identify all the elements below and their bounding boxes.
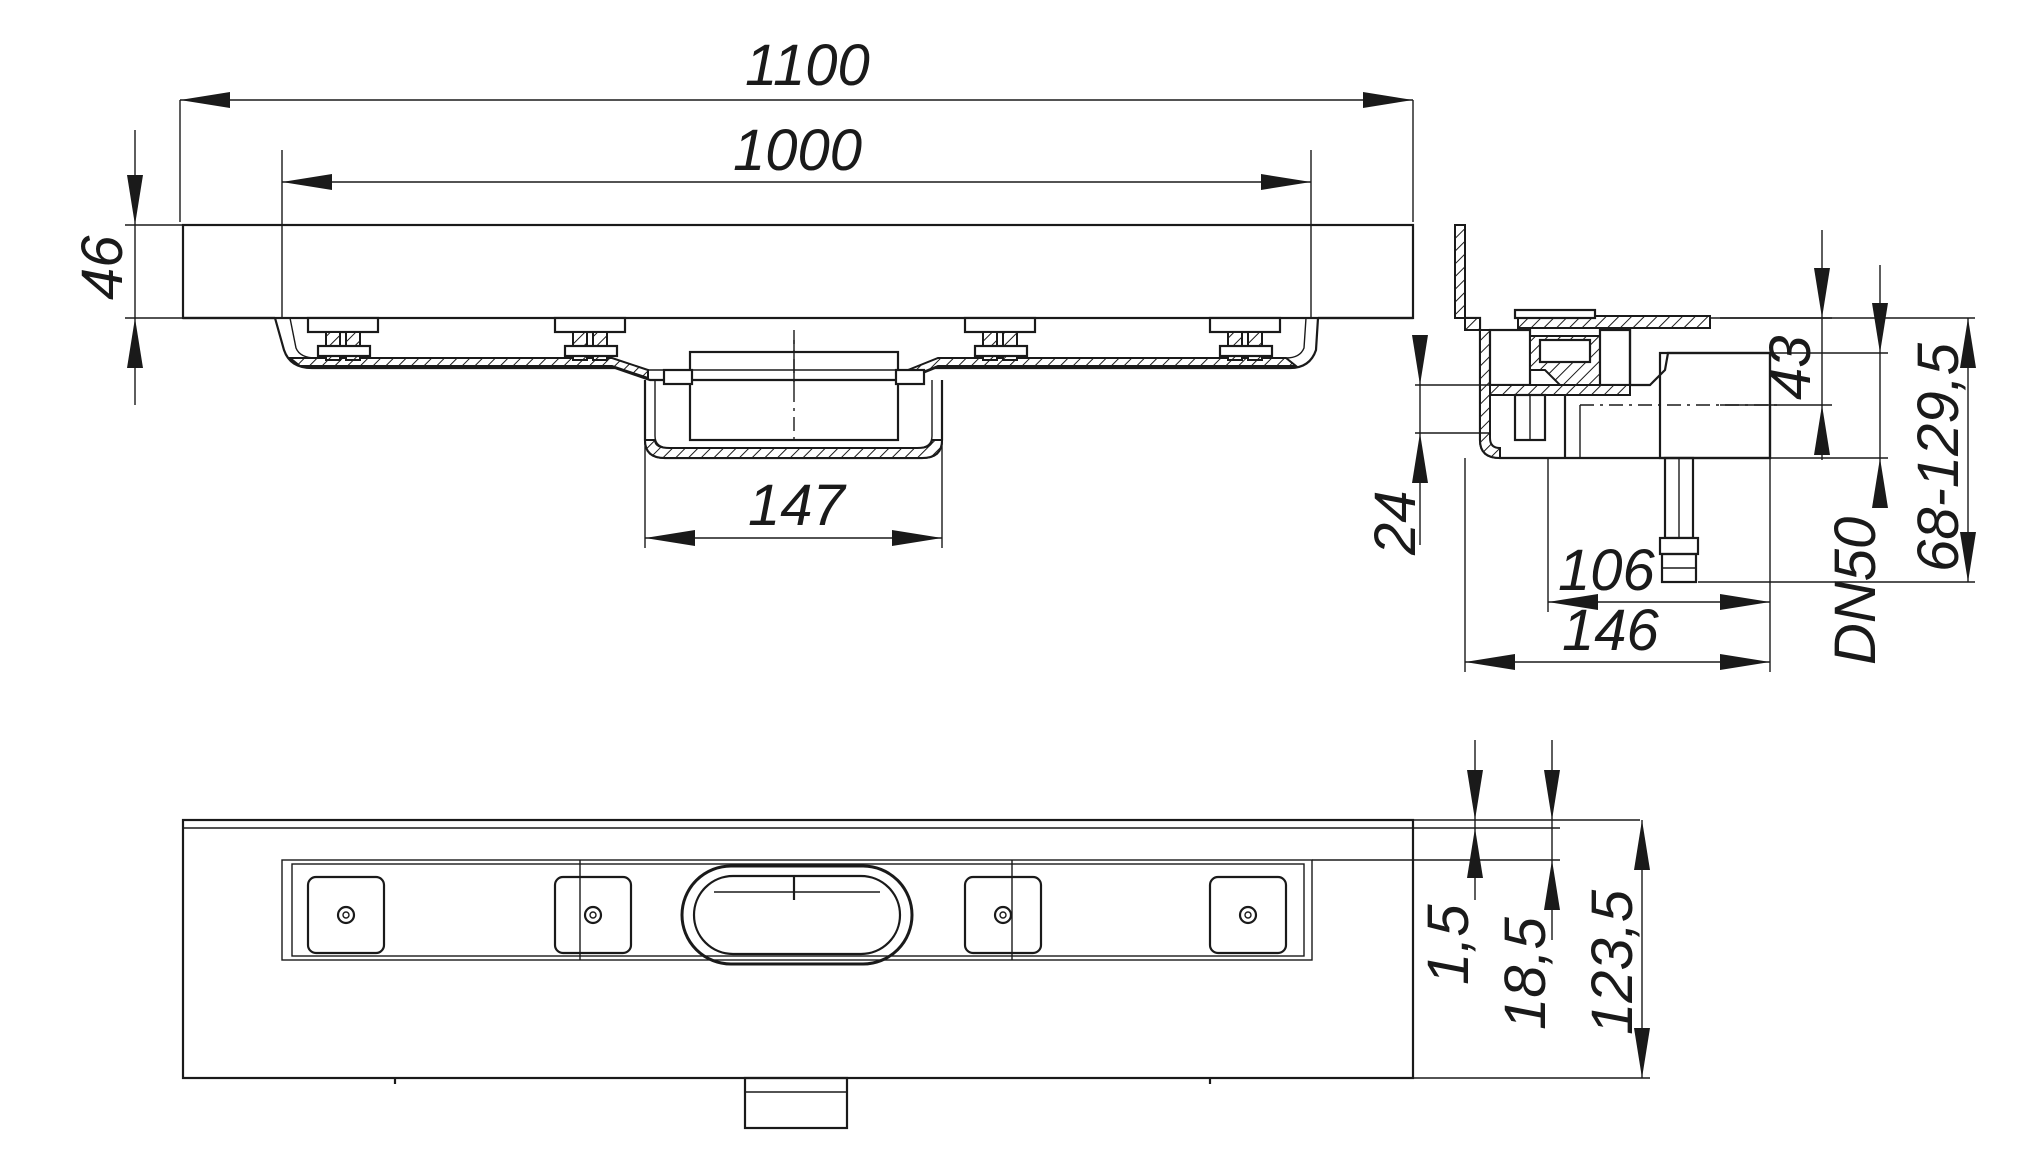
front-clip-3 bbox=[963, 316, 1037, 361]
plan-pad-2 bbox=[553, 875, 633, 955]
plan-drain-stub bbox=[743, 1076, 849, 1130]
dim-height-range: 68-129,5 bbox=[1698, 317, 1976, 583]
front-view: 1100 1000 46 147 bbox=[70, 33, 1415, 548]
dim-text-1100: 1100 bbox=[745, 33, 870, 98]
front-top-slab bbox=[181, 223, 1415, 320]
plan-inner-tray bbox=[281, 859, 1313, 961]
dim-height-43: 43 bbox=[1720, 230, 1832, 460]
dim-text-147: 147 bbox=[748, 473, 848, 538]
dim-text-106: 106 bbox=[1558, 538, 1656, 603]
dim-text-dn50: DN50 bbox=[1823, 517, 1888, 665]
plan-view: 1,5 18,5 123,5 bbox=[181, 740, 1650, 1130]
dim-text-1000: 1000 bbox=[733, 118, 862, 183]
front-clip-1 bbox=[306, 316, 380, 361]
dim-edge-1-5: 1,5 bbox=[1413, 740, 1640, 985]
dim-outlet-width: 147 bbox=[644, 440, 943, 548]
plan-pad-4 bbox=[1208, 875, 1288, 955]
plan-pad-1 bbox=[306, 875, 386, 955]
dim-outlet-offset: 106 bbox=[1547, 458, 1771, 612]
dim-pipe-size: DN50 bbox=[1770, 265, 1888, 665]
dim-flange-depth: 24 bbox=[1363, 335, 1490, 556]
dim-edge-18-5: 18,5 bbox=[1312, 740, 1560, 1030]
dim-body-width: 146 bbox=[1464, 458, 1771, 672]
dim-text-68-129-5: 68-129,5 bbox=[1906, 342, 1971, 572]
dim-text-24: 24 bbox=[1363, 490, 1428, 556]
front-clip-2 bbox=[553, 316, 627, 361]
plan-pad-3 bbox=[963, 875, 1043, 955]
side-section-view: 24 43 DN50 68-129,5 bbox=[1363, 224, 1976, 672]
dim-text-43: 43 bbox=[1758, 335, 1823, 400]
plan-oval-outlet bbox=[680, 864, 914, 966]
dim-text-123-5: 123,5 bbox=[1580, 889, 1645, 1035]
side-drain-spigot bbox=[1658, 456, 1700, 584]
dim-text-46: 46 bbox=[70, 235, 135, 300]
dim-overall-length: 1100 bbox=[179, 33, 1414, 222]
front-channel-body bbox=[273, 317, 1320, 382]
dim-plan-width: 123,5 bbox=[1413, 820, 1650, 1079]
dim-inner-length: 1000 bbox=[281, 118, 1312, 318]
dim-text-1-5: 1,5 bbox=[1416, 904, 1481, 985]
front-clip-4 bbox=[1208, 316, 1282, 361]
plan-outer-frame bbox=[181, 818, 1415, 1080]
dim-height-front: 46 bbox=[70, 130, 183, 405]
dim-text-146: 146 bbox=[1562, 598, 1660, 663]
dim-text-18-5: 18,5 bbox=[1493, 916, 1558, 1030]
